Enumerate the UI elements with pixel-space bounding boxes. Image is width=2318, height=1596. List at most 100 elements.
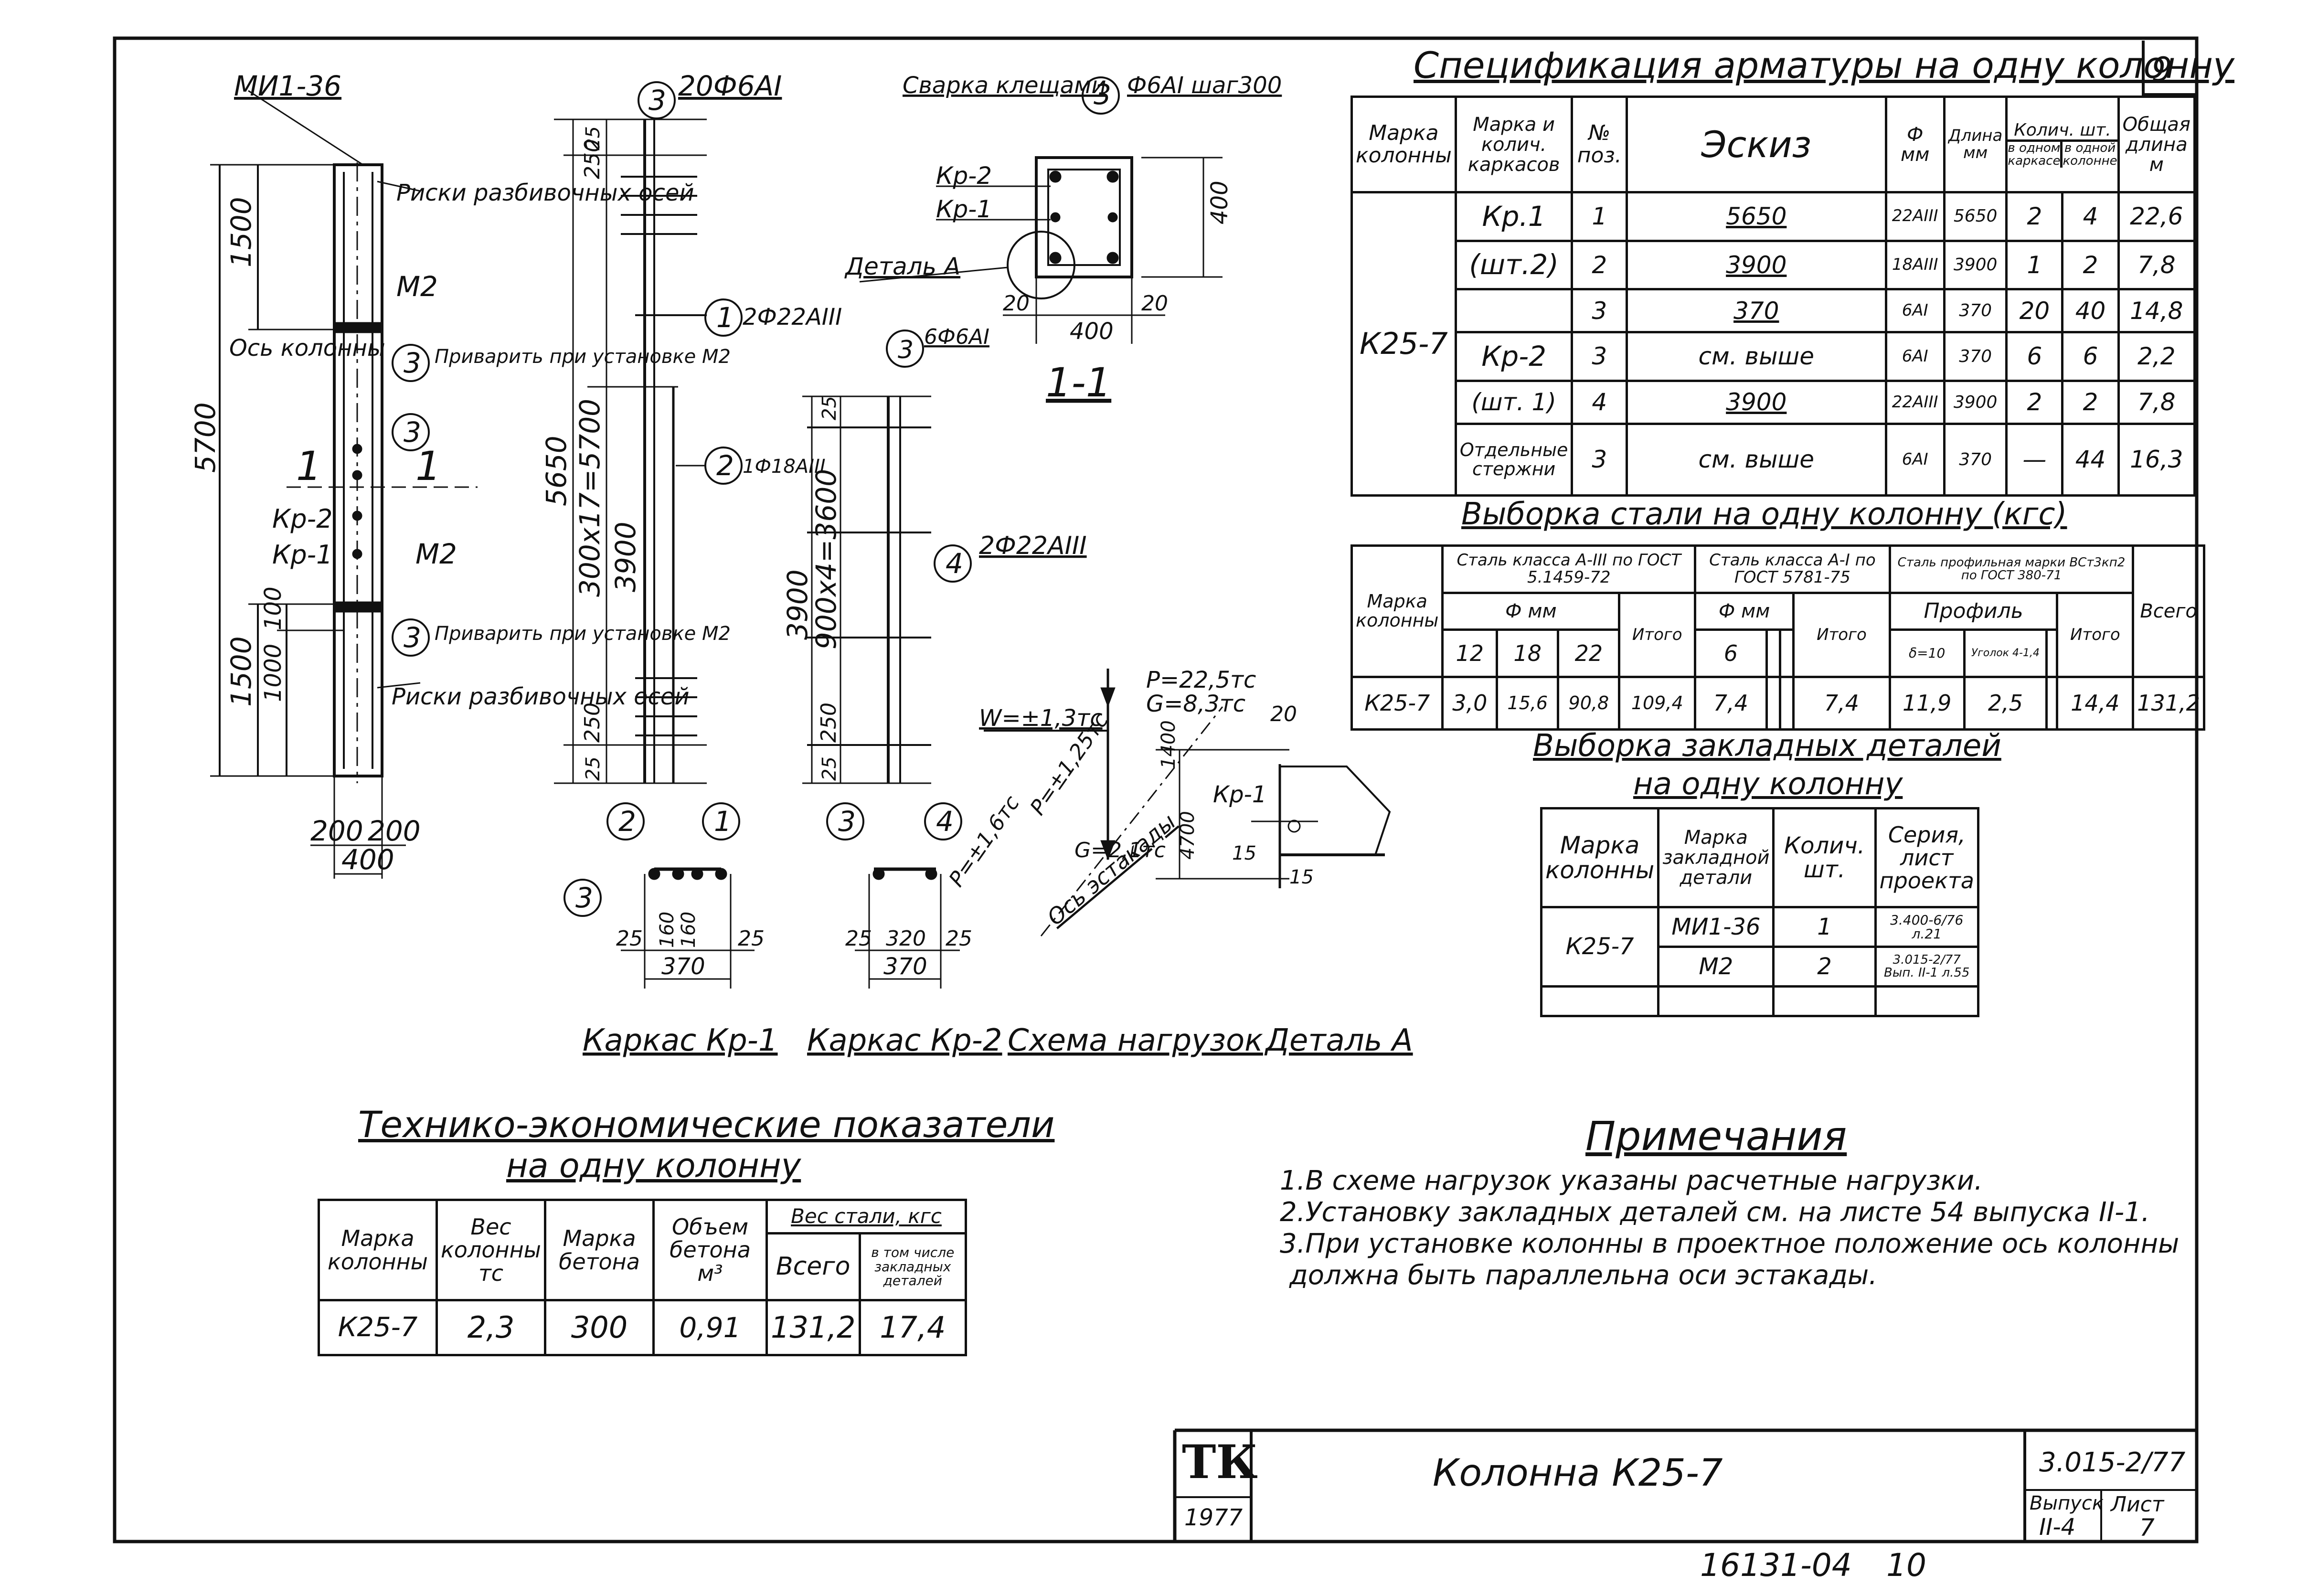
section-1-1 xyxy=(859,76,1223,344)
spec-title: Спецификация арматуры на одну колонну xyxy=(1414,44,2234,86)
tep-weight: 2,3 xyxy=(436,1299,546,1356)
load-dim-20: 20 xyxy=(1270,702,1297,726)
kp2-callout4: 2Ф22АIII xyxy=(979,532,1087,560)
spec-h-sketch: Эскиз xyxy=(1626,96,1887,193)
emb-h-mark: Марка колонны xyxy=(1540,807,1660,909)
steel-h-ugol: Уголок 4-1,4 xyxy=(1963,628,2048,678)
steel-h-18: 18 xyxy=(1496,628,1560,678)
kp1-pos1: 1 xyxy=(716,301,734,334)
elev-pos3-c: 3 xyxy=(404,621,421,654)
spec-h-pos: № поз. xyxy=(1571,96,1628,193)
steel-h-12: 12 xyxy=(1441,628,1499,678)
elev-kp2: Кр-2 xyxy=(272,504,332,534)
note-1: 1.В схеме нагрузок указаны расчетные наг… xyxy=(1280,1165,1983,1196)
s11-detail: Деталь А xyxy=(844,253,960,280)
spec-table: Марка колонны Марка и колич. каркасов № … xyxy=(1350,96,2196,497)
steel-h-vsego: Всего xyxy=(2132,544,2205,678)
spec-r4-len: 3900 xyxy=(1943,379,2008,426)
spec-h-qty-col: в одной колонне xyxy=(2063,140,2117,168)
s11-callout3: Ф6АI шаг300 xyxy=(1127,72,1282,99)
s11-dim-400h: 400 xyxy=(1206,181,1233,224)
cs-n1-a: 1 xyxy=(714,805,732,838)
tb-name: Колонна К25-7 xyxy=(1433,1452,1723,1495)
load-dim-4700: 4700 xyxy=(1177,811,1199,860)
spec-r5-cage: Отдельные стержни xyxy=(1454,423,1574,497)
archive-page: 10 xyxy=(1886,1547,1926,1584)
steel-h-empty3 xyxy=(2045,628,2059,678)
spec-r4-q2: 2 xyxy=(2061,379,2120,426)
steel-h-prof: Сталь профильная марки ВСт3кп2 по ГОСТ 3… xyxy=(1888,544,2135,594)
spec-r3-cage: Кр-2 xyxy=(1454,331,1574,382)
steel-h-itogo-a3: Итого xyxy=(1618,592,1697,678)
steel-h-itogo-a1: Итого xyxy=(1792,592,1891,678)
archive-number: 16131-04 xyxy=(1700,1547,1852,1584)
tb-series: 3.015-2/77 xyxy=(2039,1447,2186,1478)
emb-h-series: Серия, лист проекта xyxy=(1874,807,1979,909)
embedded-title2: на одну колонну xyxy=(1633,766,1903,802)
s11-title: 1-1 xyxy=(1046,359,1111,406)
steel-h-empty1 xyxy=(1765,628,1781,678)
kp1-dim-25b: 25 xyxy=(582,756,604,781)
cs-n3-b: 3 xyxy=(838,805,856,838)
steel-h-s10: δ=10 xyxy=(1888,628,1966,678)
tep-total: 131,2 xyxy=(766,1299,861,1356)
s11-weld: Сварка клещами xyxy=(903,72,1106,99)
spec-r0-cage: Кр.1 xyxy=(1454,191,1574,242)
tep-h-mark: Марка колонны xyxy=(318,1199,438,1301)
cs-kp2-d1: 25 xyxy=(845,926,872,951)
steel-h-22: 22 xyxy=(1557,628,1621,678)
caption-kp1: Каркас Кр-1 xyxy=(583,1023,778,1058)
kp1-pos2: 2 xyxy=(716,449,734,482)
steel-v18: 15,6 xyxy=(1496,676,1560,731)
tb-year: 1977 xyxy=(1184,1504,1243,1531)
steel-h-mm-a3: Ф мм xyxy=(1441,592,1621,631)
spec-r5-q2: 44 xyxy=(2061,423,2120,497)
tb-sheet: 7 xyxy=(2139,1514,2155,1542)
steel-v6: 7,4 xyxy=(1694,676,1768,731)
spec-r1-pos: 2 xyxy=(1571,239,1628,291)
cs-n2-a: 2 xyxy=(618,805,636,838)
elev-weld-top: Приварить при установке М2 xyxy=(435,346,731,368)
emb-r0-qty: 1 xyxy=(1772,906,1877,948)
cs-kp2-d2: 320 xyxy=(886,926,926,951)
spec-r2-sketch: 370 xyxy=(1626,288,1887,334)
cs-kp1-d2: 160 xyxy=(656,912,678,948)
notes-title: Примечания xyxy=(1585,1113,1847,1160)
tep-h-steel: Вес стали, кгс xyxy=(766,1199,967,1234)
title-block-lines xyxy=(1173,1428,2197,1542)
spec-r0-q1: 2 xyxy=(2005,191,2064,242)
cross-sections xyxy=(564,802,962,989)
elev-axis: Ось колонны xyxy=(229,335,385,362)
emb-r1-qty: 2 xyxy=(1772,945,1877,988)
load-dim-15a: 15 xyxy=(1232,842,1256,864)
spec-r2-dia: 6АI xyxy=(1884,288,1946,334)
load-p: P=22,5тс xyxy=(1146,667,1256,693)
embedded-table: Марка колонны Марка закладной детали Кол… xyxy=(1540,807,1979,1018)
steel-h-6: 6 xyxy=(1694,628,1768,678)
elev-dim-1500-bot: 1500 xyxy=(225,636,257,707)
sheet-frame xyxy=(113,36,2199,1543)
load-p1: P=±1,6тс xyxy=(944,791,1024,892)
tep-volume: 0,91 xyxy=(652,1299,768,1356)
spec-h-qty-cell: Колич. шт. в одном каркасе в одной колон… xyxy=(2005,96,2120,193)
spec-r2-q2: 40 xyxy=(2061,288,2120,334)
emb-e3 xyxy=(1874,985,1979,1018)
kp2-dim-250: 250 xyxy=(817,702,841,743)
cs-kp1-d1: 25 xyxy=(616,926,643,951)
kp2-elevation xyxy=(802,330,972,784)
spec-h-dia: Ф мм xyxy=(1884,96,1946,193)
spec-r2-total: 14,8 xyxy=(2117,288,2196,334)
spec-h-qty-one: в одном каркасе xyxy=(2008,141,2063,168)
spec-r0-len: 5650 xyxy=(1943,191,2008,242)
steel-vitogo1: 7,4 xyxy=(1792,676,1891,731)
cs-kp2-d3: 25 xyxy=(946,926,972,951)
sheet-number: 9 xyxy=(2151,50,2173,89)
cs-kp2-total: 370 xyxy=(883,953,927,980)
steel-title: Выборка стали на одну колонну (кгс) xyxy=(1461,497,2067,532)
emb-r1-series: 3.015-2/77 Вып. II-1 л.55 xyxy=(1874,945,1979,988)
caption-loads: Схема нагрузок xyxy=(1008,1023,1263,1058)
spec-r5-pos: 3 xyxy=(1571,423,1628,497)
kp1-dim-3900: 3900 xyxy=(609,521,642,592)
tep-title2: на одну колонну xyxy=(506,1146,801,1185)
